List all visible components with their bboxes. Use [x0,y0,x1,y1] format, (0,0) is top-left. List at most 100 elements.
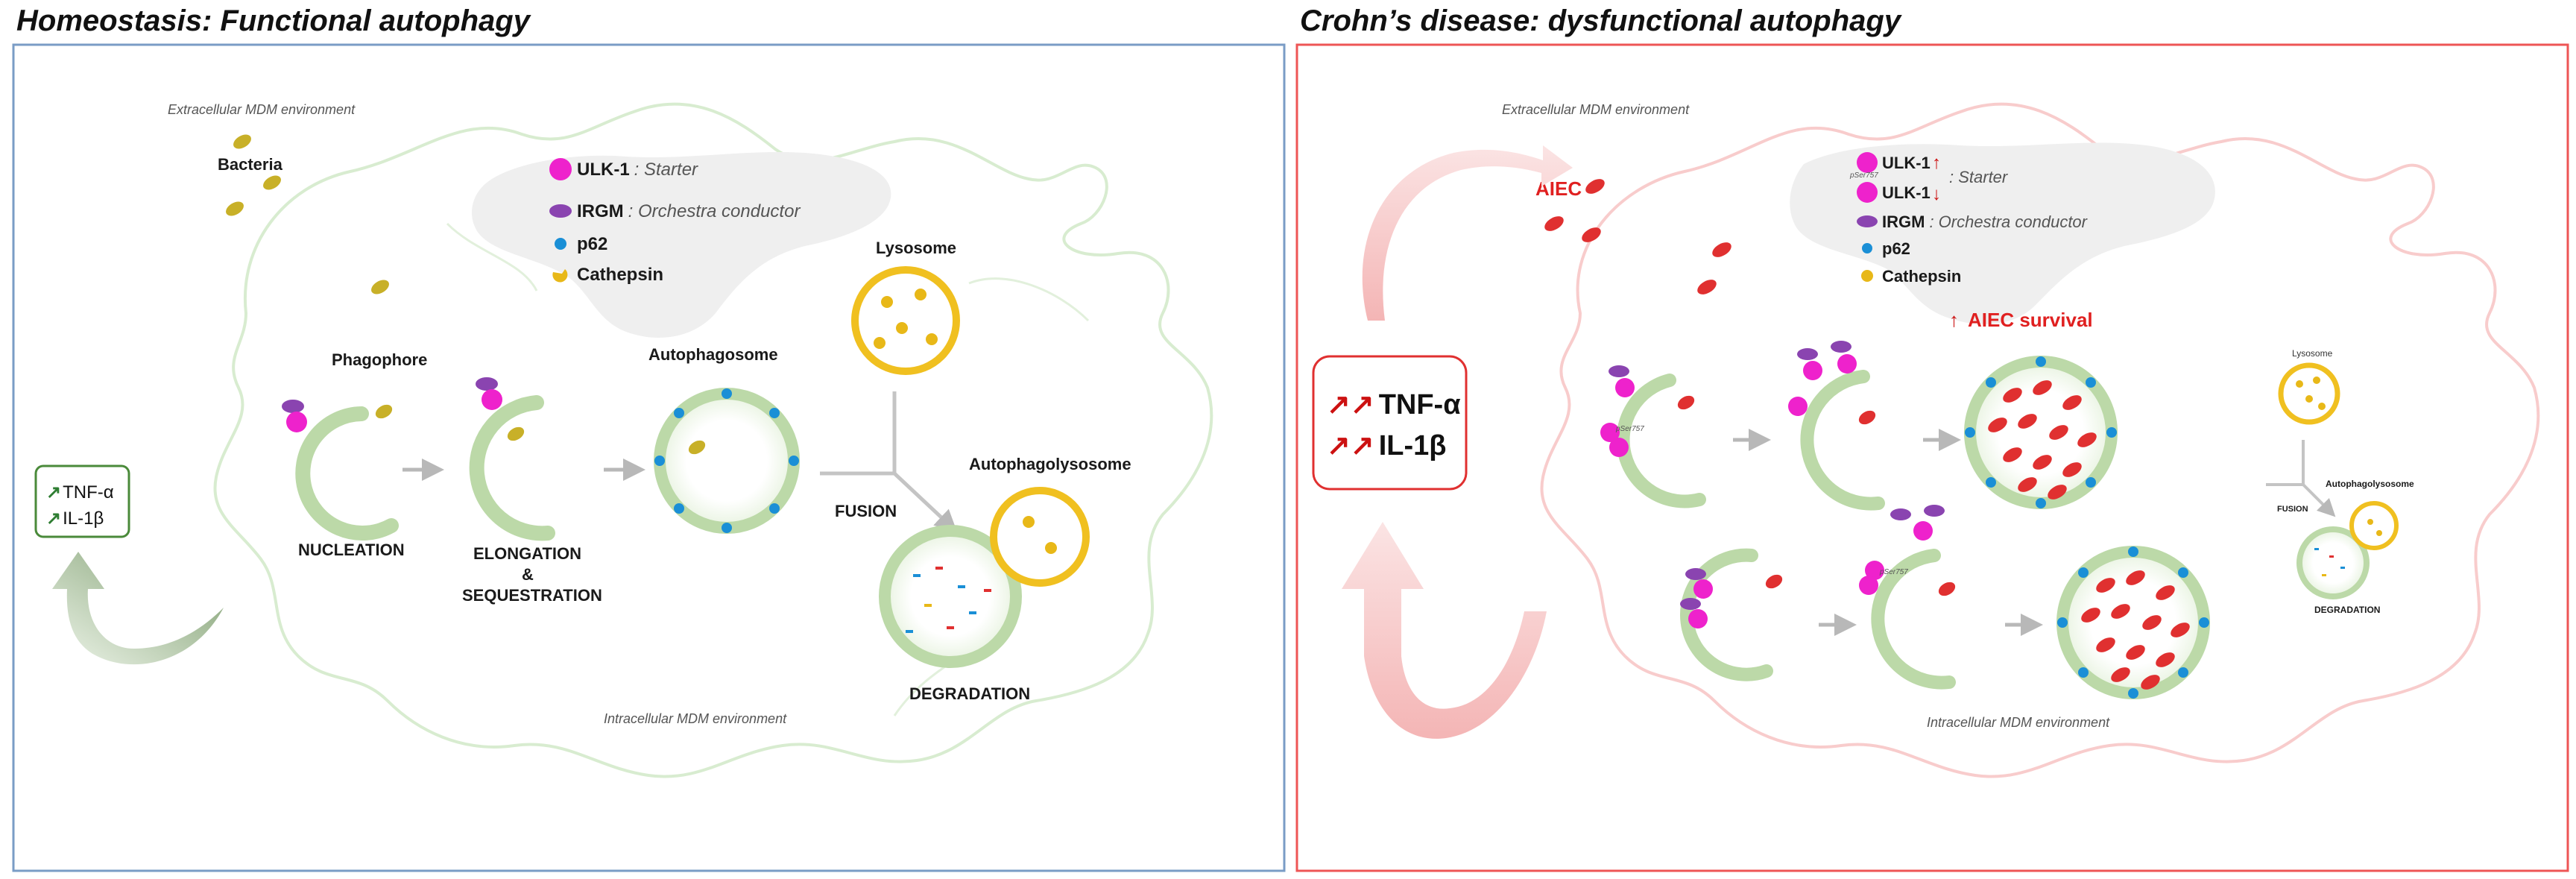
p62-icon [722,388,732,399]
right-lysosome [2278,362,2340,425]
legend-p62-label: p62 [577,234,607,254]
right-lysosome-cathepsins [2296,377,2326,410]
right-phagophore-4 [1871,549,1956,690]
ulk1-icon [1693,579,1713,599]
right-secretion-arrow [1342,522,1547,739]
svg-text:↗IL-1β: ↗IL-1β [46,508,104,529]
legend-irgm-label: IRGM [577,201,624,221]
elongation-label-line2: & [522,565,534,584]
left-fusion-label: FUSION [835,502,897,520]
right-extracellular-label: Extracellular MDM environment [1502,102,1690,117]
right-cytokine-il1b: IL-1β [1379,430,1447,461]
svg-text:↗↗IL-1β: ↗↗IL-1β [1327,430,1446,461]
right-upper-arrow [1362,145,1573,321]
irgm-icon [1609,365,1629,377]
p62-icon [769,503,780,514]
left-degradation-label: DEGRADATION [909,684,1030,703]
ulk1-icon [482,389,502,410]
p62-icon [674,408,684,418]
autophagosome-2-aiec [2081,570,2190,690]
right-degradation-fragments [2314,519,2382,576]
arrow-up-icon: ↑ [1932,153,1941,173]
bacterium-icon [688,440,706,455]
svg-text:IRGM: Orchestra conductor: IRGM: Orchestra conductor [577,201,801,221]
legend-cathepsin-label: Cathepsin [1882,267,1961,286]
irgm-icon [1857,215,1878,227]
double-arrow-up-icon: ↗↗ [1327,389,1374,420]
right-panel: Extracellular MDM environment AIEC ULK-1… [1295,43,2569,872]
cathepsin-icon [881,296,893,308]
left-lysosome-label: Lysosome [876,239,956,257]
right-fusion-arrow [2302,483,2336,517]
right-cytokine-box [1312,355,1468,491]
fusion-arrow [893,472,958,533]
left-cytoplasm-region [471,151,891,338]
phospho-label-2: pSer757 [1879,568,1908,576]
p62-icon [789,456,799,466]
right-phagophore-3 [1680,548,1773,681]
left-cytokine-tnf: TNF-α [63,482,114,502]
autophagosome-1-p62 [1965,356,2117,508]
cathepsin-icon [896,322,908,334]
svg-text:ULK-1: Starter: ULK-1: Starter [577,160,698,180]
cathepsin-icon [552,269,568,283]
ulk1-icon [1788,397,1808,416]
ulk1-icon [1837,354,1857,374]
right-autophagolysosome-lysosome [2349,501,2399,550]
arrow-up-icon: ↗ [46,508,61,529]
legend-ulk1-label-2: ULK-1 [1882,183,1931,202]
right-panel-frame [1295,43,2569,872]
svg-text:↗↗TNF-α: ↗↗TNF-α [1327,389,1461,420]
ulk1-icon [1803,361,1822,380]
right-lysosome-label: Lysosome [2292,348,2333,359]
nucleation-label: NUCLEATION [298,541,405,559]
phagophore-label: Phagophore [332,350,427,369]
aiec-bacterium-icon [1582,227,1601,242]
autophagosome-1-aiec [1988,380,2097,500]
right-intracellular-label: Intracellular MDM environment [1927,715,2110,730]
aiec-group [1544,179,1731,294]
right-panel-title: Crohn’s disease: dysfunctional autophagy [1300,4,1901,37]
irgm-icon [1685,568,1706,580]
right-autophagolysosome-label: Autophagolysosome [2326,479,2414,489]
ulk1-icon [1857,182,1878,203]
irgm-icon [549,204,572,218]
ulk1-icon [286,412,307,432]
left-bacteria-group [226,134,389,294]
right-autophagolysosome-vesicle [2296,526,2370,599]
left-legend: ULK-1: Starter IRGM: Orchestra conductor… [549,158,801,285]
left-secretion-arrow [52,552,224,665]
phospho-label: pSer757 [1615,425,1644,433]
aiec-survival-label: AIEC survival [1968,309,2093,331]
legend-ulk1-desc: : Starter [1949,168,2009,186]
elongating-membrane [469,395,555,541]
aiec-bacterium-icon [1858,410,1876,425]
degradation-fragments [906,516,1057,633]
double-arrow-up-icon: ↗↗ [1327,430,1374,461]
p62-icon [555,238,566,250]
right-degradation-label: DEGRADATION [2314,605,2380,615]
legend-p62-label: p62 [1882,239,1910,258]
ulk1-icon [1865,561,1884,580]
p62-icon [769,408,780,418]
svg-text:↗TNF-α: ↗TNF-α [46,482,114,502]
right-cytoplasm-region [1790,142,2215,324]
irgm-icon [1831,341,1852,353]
legend-irgm-desc: : Orchestra conductor [628,201,801,221]
p62-icon [1862,243,1872,253]
ulk1-icon [1688,609,1708,628]
autophagosome-label: Autophagosome [648,345,778,364]
aiec-bacterium-icon [1765,574,1783,589]
left-autophagolysosome-label: Autophagolysosome [969,455,1131,473]
cathepsin-icon [926,333,938,345]
irgm-icon [1890,508,1911,520]
p62-icon [654,456,665,466]
svg-text:IRGM: Orchestra conductor: IRGM: Orchestra conductor [1882,212,2089,231]
aiec-bacterium-icon [1938,582,1956,596]
left-panel: ULK-1: Starter IRGM: Orchestra conductor… [12,43,1286,872]
aiec-bacterium-icon [1677,395,1695,410]
autophagolysosome-lysosome [990,487,1090,587]
autophagosome-2-p62 [2057,546,2209,699]
cathepsin-icon [874,337,886,349]
